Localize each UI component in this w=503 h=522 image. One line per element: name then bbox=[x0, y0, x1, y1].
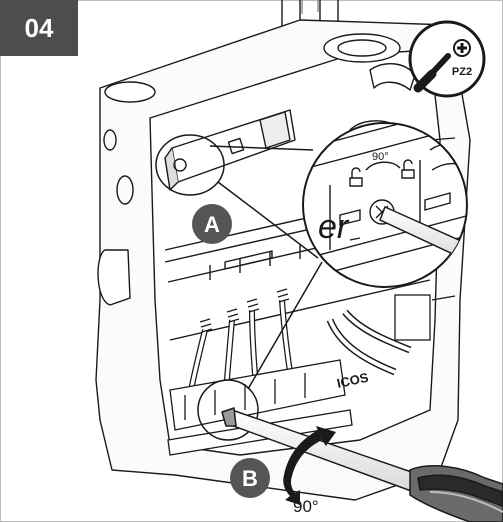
svg-text:B: B bbox=[242, 466, 258, 491]
rotation-angle-label: 90° bbox=[293, 497, 319, 516]
device-brand-text: ICOS bbox=[336, 370, 371, 391]
step-number-badge: 04 bbox=[0, 0, 78, 56]
magnifier-angle-label: 90° bbox=[372, 151, 389, 163]
magnifier-brand-fragment: er bbox=[318, 208, 350, 246]
callout-b-badge: B bbox=[230, 458, 270, 498]
screwdriver bbox=[221, 407, 503, 522]
magnifier-detail: er 90° bbox=[302, 122, 468, 288]
phillips-screwdriver-icon: PZ2 bbox=[408, 20, 486, 98]
callout-a-target bbox=[155, 134, 319, 259]
callout-b-target bbox=[197, 261, 323, 441]
tool-label: PZ2 bbox=[452, 66, 472, 78]
rotation-arrow-icon bbox=[283, 426, 336, 505]
svg-text:A: A bbox=[204, 212, 220, 237]
callout-a-badge: A bbox=[192, 204, 232, 244]
